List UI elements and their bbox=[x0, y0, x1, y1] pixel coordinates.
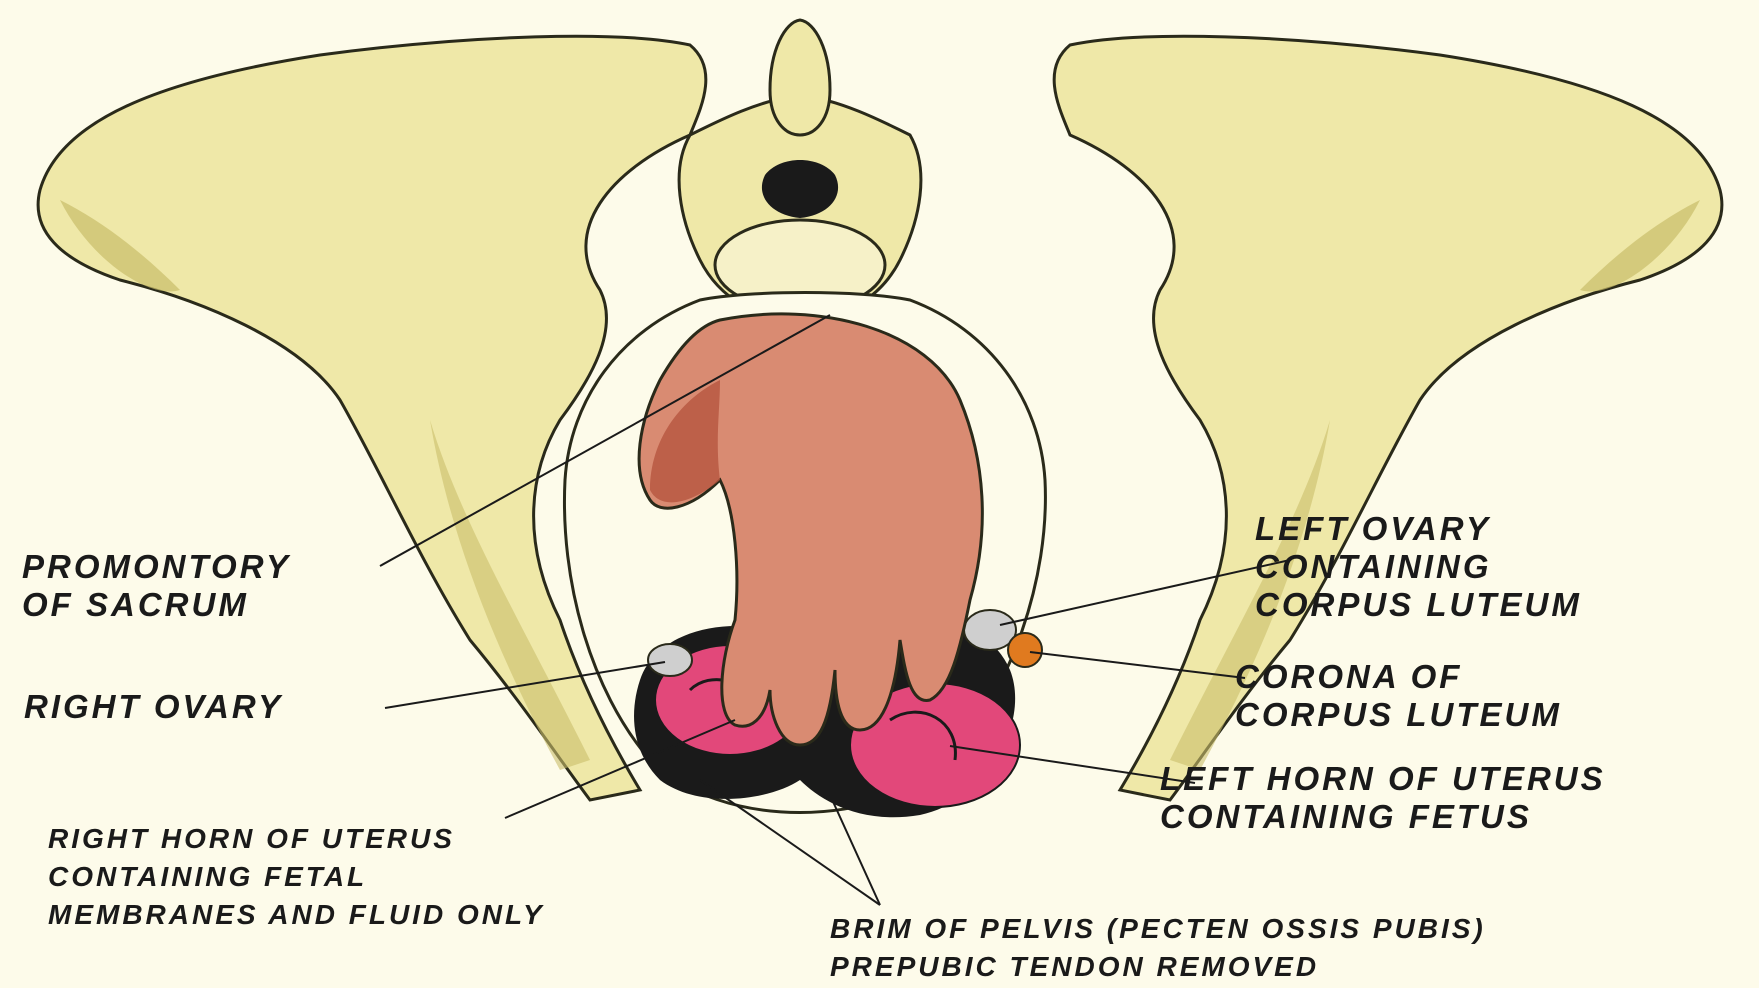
label-right-horn-of-uterus: RIGHT HORN OF UTERUS CONTAINING FETAL ME… bbox=[48, 820, 545, 934]
label-line: BRIM OF PELVIS (PECTEN OSSIS PUBIS) bbox=[830, 910, 1486, 948]
label-line: RIGHT OVARY bbox=[24, 688, 283, 726]
right-ovary bbox=[648, 644, 692, 676]
spinous-process bbox=[770, 20, 830, 135]
label-brim-of-pelvis: BRIM OF PELVIS (PECTEN OSSIS PUBIS) PREP… bbox=[830, 910, 1486, 986]
label-corona-of-corpus-luteum: CORONA OF CORPUS LUTEUM bbox=[1235, 658, 1562, 734]
label-left-ovary: LEFT OVARY CONTAINING CORPUS LUTEUM bbox=[1255, 510, 1582, 624]
label-line: LEFT OVARY bbox=[1255, 510, 1582, 548]
label-line: CORONA OF bbox=[1235, 658, 1562, 696]
label-line: CORPUS LUTEUM bbox=[1235, 696, 1562, 734]
label-line: OF SACRUM bbox=[22, 586, 291, 624]
label-line: CORPUS LUTEUM bbox=[1255, 586, 1582, 624]
label-line: RIGHT HORN OF UTERUS bbox=[48, 820, 545, 858]
label-line: CONTAINING FETUS bbox=[1160, 798, 1606, 836]
label-line: MEMBRANES AND FLUID ONLY bbox=[48, 896, 545, 934]
label-right-ovary: RIGHT OVARY bbox=[24, 688, 283, 726]
label-line: CONTAINING bbox=[1255, 548, 1582, 586]
corpus-luteum bbox=[1008, 633, 1042, 667]
label-line: PROMONTORY bbox=[22, 548, 291, 586]
label-left-horn-of-uterus: LEFT HORN OF UTERUS CONTAINING FETUS bbox=[1160, 760, 1606, 836]
label-line: CONTAINING FETAL bbox=[48, 858, 545, 896]
label-promontory-of-sacrum: PROMONTORY OF SACRUM bbox=[22, 548, 291, 624]
label-line: PREPUBIC TENDON REMOVED bbox=[830, 948, 1486, 986]
label-line: LEFT HORN OF UTERUS bbox=[1160, 760, 1606, 798]
